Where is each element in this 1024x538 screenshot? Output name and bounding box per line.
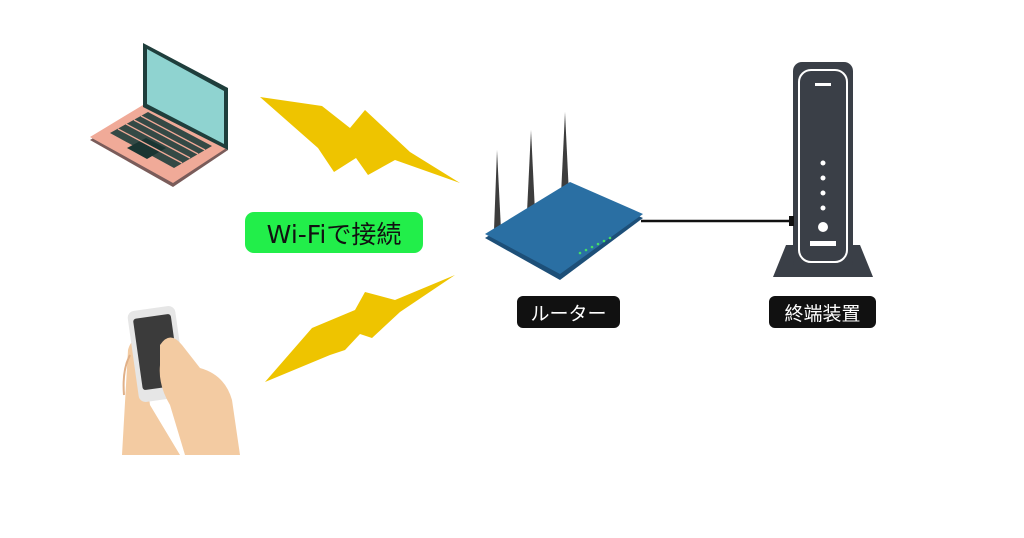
router-label: ルーター — [517, 296, 620, 328]
router-icon — [485, 112, 643, 280]
smartphone-in-hand-icon — [122, 306, 240, 455]
lightning-bolt-icon — [260, 97, 460, 183]
laptop-icon — [90, 43, 228, 187]
wifi-connection-label: Wi-Fiで接続 — [245, 212, 423, 253]
lightning-bolt-icon — [265, 275, 455, 382]
optical-network-terminal-icon — [773, 62, 873, 277]
onu-label: 終端装置 — [769, 296, 876, 328]
